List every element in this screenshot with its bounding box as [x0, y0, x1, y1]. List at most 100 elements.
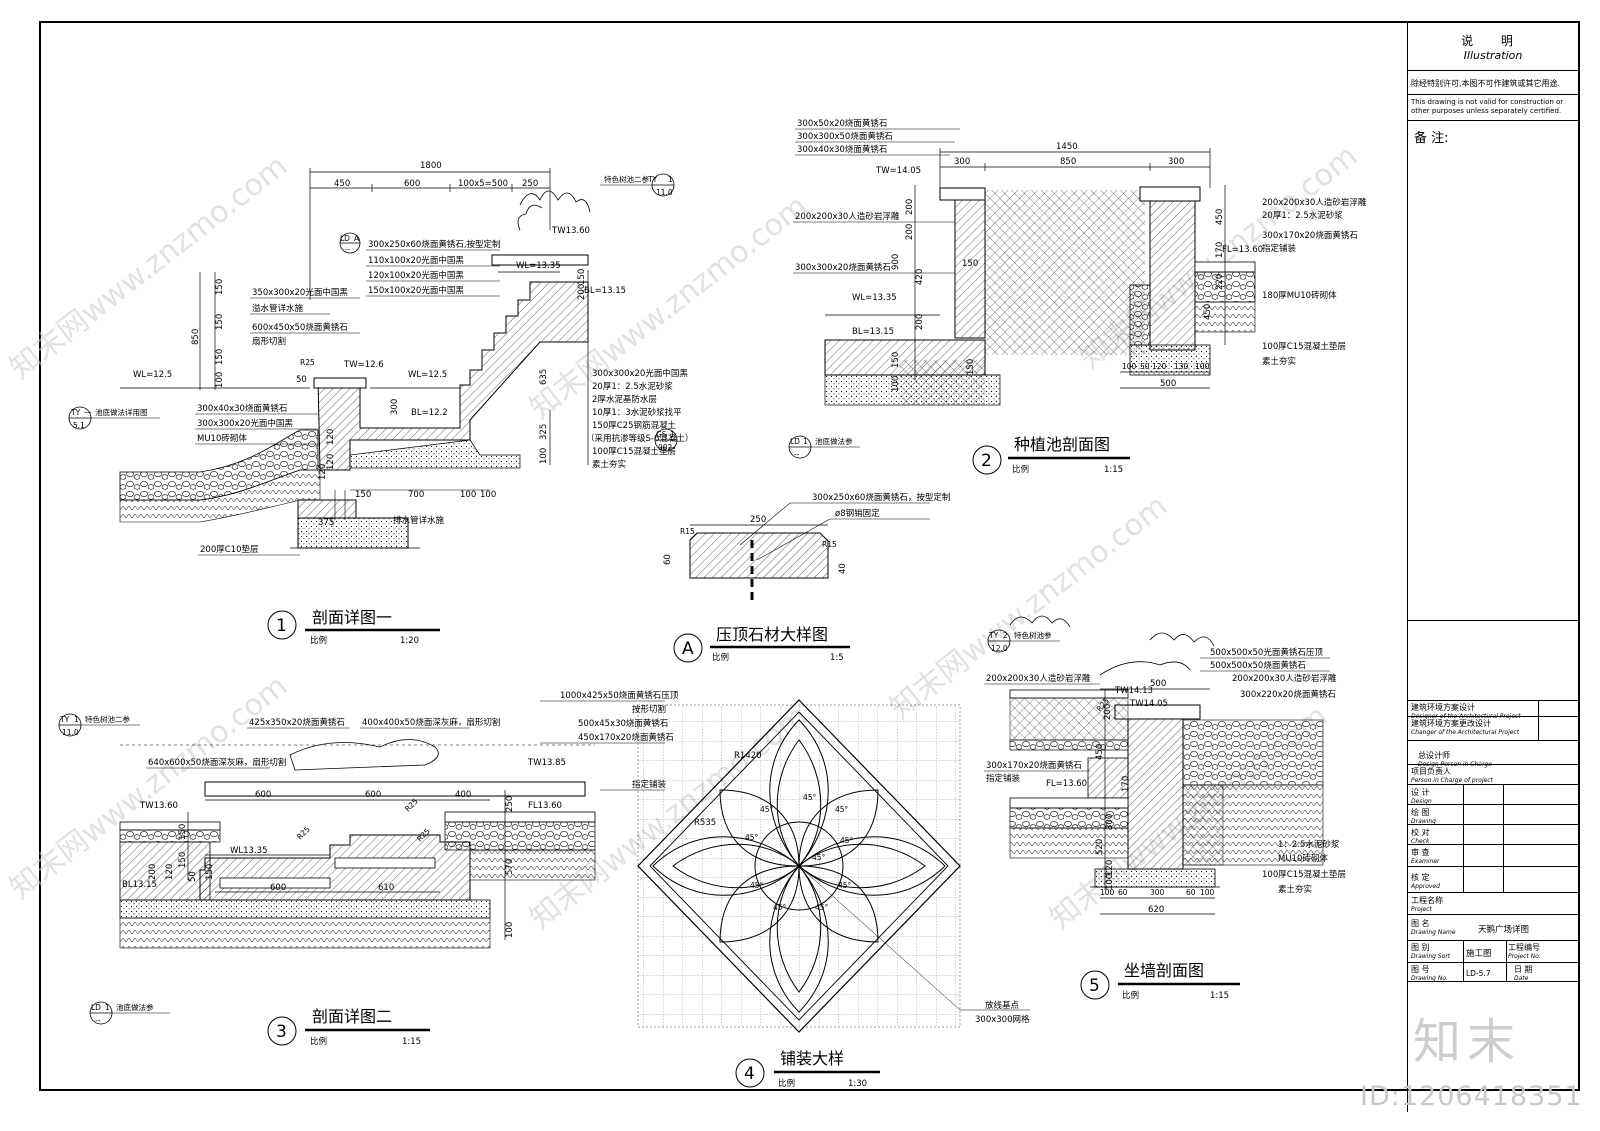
detail-a-title: A 压顶石材大样图 比例 1:5: [673, 625, 850, 663]
svg-text:TY: TY: [70, 408, 81, 417]
svg-text:20厚1：2.5水泥砂浆: 20厚1：2.5水泥砂浆: [1262, 210, 1343, 221]
svg-text:1: 1: [803, 437, 808, 446]
dim-text: 50: [188, 871, 198, 882]
svg-text:200x200x30人造砂岩浮雕: 200x200x30人造砂岩浮雕: [795, 211, 900, 222]
svg-text:比例: 比例: [310, 1036, 327, 1047]
dim-text: 150: [891, 352, 901, 368]
ref-tag: TY 2 12.0 特色树池参: [987, 629, 1060, 653]
dim-text: 375: [318, 518, 334, 528]
dim-text: 600: [255, 790, 271, 800]
svg-text:剖面详图二: 剖面详图二: [312, 1007, 392, 1026]
dim-text: 850: [1060, 157, 1076, 167]
note-text: 300x250x60烧面黄锈石，按型定制: [812, 492, 950, 503]
svg-text:1: 1: [105, 1003, 110, 1012]
dim-text: 150: [962, 259, 978, 269]
dim-text: 100: [1105, 874, 1115, 890]
dim-text: R15: [680, 527, 695, 536]
svg-text:指定铺装: 指定铺装: [986, 773, 1021, 784]
dim-text: 150: [215, 279, 225, 295]
svg-text:A: A: [682, 639, 694, 659]
level-mark: WL=13.35: [852, 293, 897, 303]
svg-text:溢水管详水施: 溢水管详水施: [252, 303, 304, 314]
svg-text:11.0: 11.0: [62, 728, 79, 737]
drawing-sort-value: 施工图: [1466, 949, 1492, 959]
level-mark: FL=13.60: [1222, 245, 1263, 255]
level-mark: TW14.13: [1114, 686, 1153, 696]
dim-text: 150: [205, 864, 215, 880]
svg-text:1:5: 1:5: [830, 653, 844, 663]
dim-text: 620: [1148, 905, 1164, 915]
warning-en-2: other purposes unless separately certifi…: [1411, 107, 1562, 115]
svg-text:--: --: [794, 450, 800, 459]
dim-text: 150: [178, 824, 188, 840]
detail-1-notes-left: 350x300x20光面中国黑 溢水管详水施 600x450x50烧面黄锈石 扇…: [195, 287, 360, 445]
ref-tag: GS 1 002: [654, 428, 678, 452]
warning-en-row: This drawing is not valid for constructi…: [1408, 94, 1578, 120]
warning-cn-row: 除经特别许可,本图不可作建筑或其它用途.: [1408, 70, 1578, 94]
svg-text:2: 2: [1003, 631, 1008, 640]
svg-text:特色树池二参: 特色树池二参: [85, 714, 130, 724]
svg-text:300x170x20烧面黄锈石: 300x170x20烧面黄锈石: [1262, 230, 1358, 241]
svg-text:300x50x20烧面黄锈石: 300x50x20烧面黄锈石: [797, 118, 887, 129]
svg-text:300x250x60烧面黄锈石,按型定制: 300x250x60烧面黄锈石,按型定制: [368, 239, 501, 250]
svg-text:200x200x30人造砂岩浮雕: 200x200x30人造砂岩浮雕: [1232, 673, 1337, 684]
dim-text: 400: [455, 790, 471, 800]
dim-text: 60: [663, 554, 673, 565]
svg-text:425x350x20烧面黄锈石: 425x350x20烧面黄锈石: [249, 717, 345, 728]
svg-text:100厚C15混凝土垫层: 100厚C15混凝土垫层: [1262, 869, 1346, 880]
dim-text: 610: [378, 883, 394, 893]
dim-text: 120: [1152, 362, 1167, 371]
detail-1-title: 1 剖面详图一 比例 1:20: [267, 608, 440, 646]
dim-text: 50: [296, 375, 307, 385]
svg-text:比例: 比例: [778, 1078, 795, 1089]
ref-tag: LD 1 -- 池底做法参: [89, 1001, 170, 1025]
dim-text: 300: [1150, 888, 1165, 897]
dim-text: 1450: [1056, 142, 1078, 152]
svg-text:300x300x20光面中国黑: 300x300x20光面中国黑: [197, 418, 293, 429]
svg-text:指定铺装: 指定铺装: [1262, 243, 1297, 254]
dim-text: 100: [891, 376, 901, 392]
level-mark: BL13.15: [122, 880, 157, 890]
level-mark: WL=13.35: [516, 261, 561, 271]
svg-text:500x500x50光面黄锈石压顶: 500x500x50光面黄锈石压顶: [1210, 647, 1323, 658]
dim-text: 100: [1122, 362, 1137, 371]
dim-text: 120: [165, 864, 175, 880]
svg-text:450x170x20烧面黄锈石: 450x170x20烧面黄锈石: [578, 732, 674, 743]
detail-2-notes-left: 300x50x20烧面黄锈石 300x300x50烧面黄锈石 300x40x30…: [793, 118, 960, 274]
svg-text:特色树池参: 特色树池参: [1014, 630, 1052, 640]
svg-text:110x100x20光面中国黑: 110x100x20光面中国黑: [368, 255, 464, 266]
dim-text: 250: [750, 515, 766, 525]
dim-text: 100x5=500: [458, 179, 508, 189]
svg-text:100厚C15混凝土垫层: 100厚C15混凝土垫层: [592, 446, 676, 457]
dim-text: R1420: [734, 751, 762, 761]
svg-text:LD: LD: [340, 234, 350, 243]
svg-text:4: 4: [744, 1064, 755, 1084]
detail-5-title: 5 坐墙剖面图 比例 1:15: [1080, 961, 1240, 1001]
detail-5-notes: 500x500x50光面黄锈石压顶 500x500x50烧面黄锈石 200x20…: [984, 647, 1346, 895]
svg-text:1:15: 1:15: [1210, 991, 1229, 1001]
level-mark: TW13.85: [527, 758, 566, 768]
level-mark: WL=12.5: [408, 370, 447, 380]
svg-text:300x220x20烧面黄锈石: 300x220x20烧面黄锈石: [1240, 689, 1336, 700]
dim-text: 200: [905, 199, 915, 215]
svg-text:3: 3: [276, 1022, 287, 1042]
dim-text: 100: [215, 372, 225, 388]
dim-text: 40: [838, 563, 848, 574]
svg-text:--: --: [345, 245, 351, 254]
detail-1-notes-right: 300x300x20光面中国黑 20厚1：2.5水泥砂浆 2厚水泥基防水层 10…: [586, 368, 693, 470]
dim-text: 100: [505, 922, 515, 938]
svg-text:1: 1: [670, 430, 675, 439]
svg-text:002: 002: [658, 443, 673, 452]
